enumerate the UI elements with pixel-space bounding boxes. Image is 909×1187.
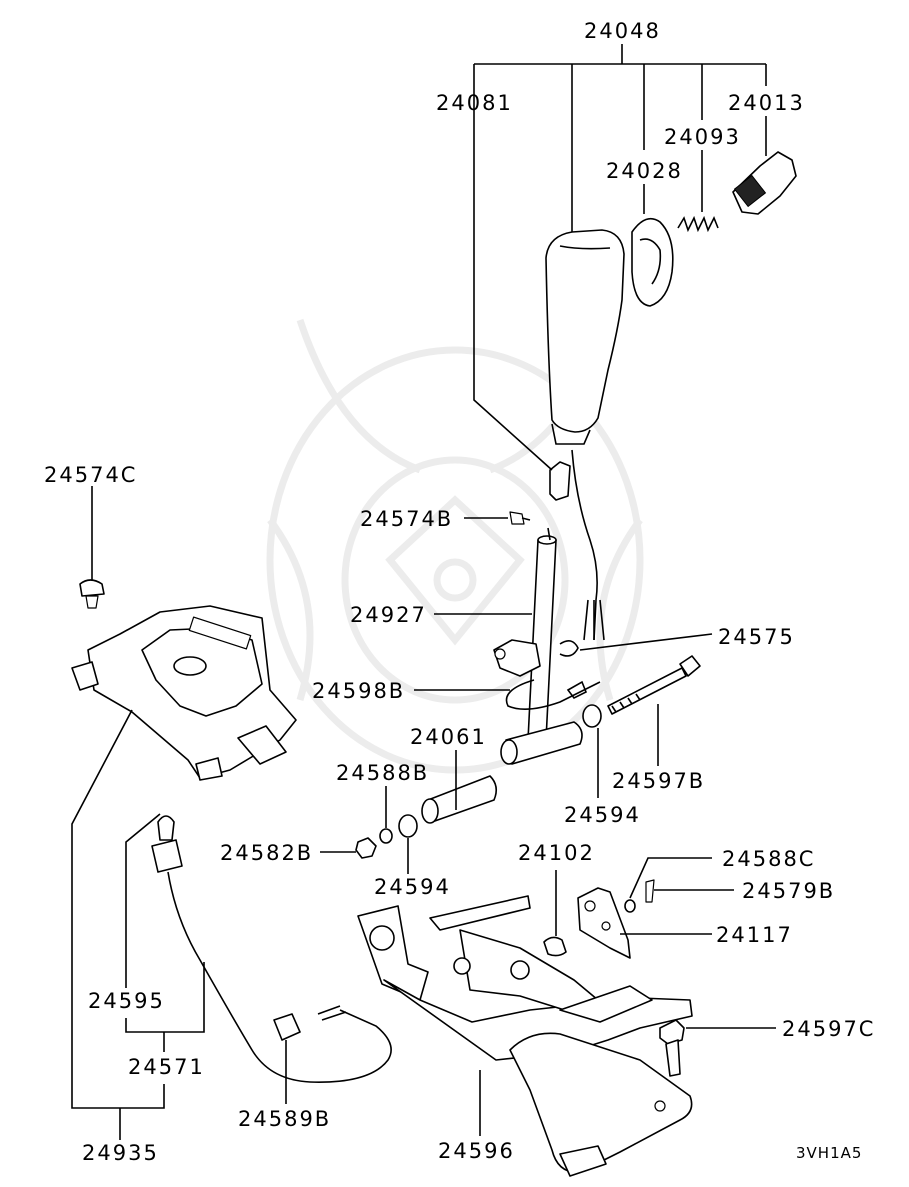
label-24117: 24117	[716, 923, 793, 947]
label-24927: 24927	[350, 603, 427, 627]
label-24596: 24596	[438, 1139, 515, 1163]
knob-button-part	[732, 151, 797, 215]
clip-24574C-part	[79, 579, 105, 609]
wiring-harness-24571-part	[151, 815, 392, 1083]
part-labels: 24048 24081 24013 24093 24028 24574C 245…	[44, 19, 875, 1165]
label-24935: 24935	[82, 1141, 159, 1165]
lever-bracket-part	[493, 639, 541, 677]
label-24582B: 24582B	[220, 841, 313, 865]
washer-24594-lower-part	[398, 814, 418, 838]
label-24594-upper: 24594	[564, 803, 641, 827]
label-24061: 24061	[410, 725, 487, 749]
pin-24579B-part	[645, 879, 655, 903]
label-24048: 24048	[584, 19, 661, 43]
label-24598B: 24598B	[312, 679, 405, 703]
label-24102: 24102	[518, 841, 595, 865]
label-24574B: 24574B	[360, 507, 453, 531]
label-24579B: 24579B	[742, 879, 835, 903]
leader-lines	[71, 44, 776, 1140]
band-24598B-part	[505, 679, 601, 710]
spring-part	[677, 215, 719, 233]
label-24588B: 24588B	[336, 761, 429, 785]
label-24588C: 24588C	[722, 847, 815, 871]
label-24013: 24013	[728, 91, 805, 115]
watermark-emblem	[266, 318, 644, 774]
nut-24582B-part	[355, 837, 377, 859]
washer-24588C-part	[624, 899, 636, 913]
bolt-24597B-part	[607, 655, 701, 715]
label-24595: 24595	[88, 989, 165, 1013]
console-housing-24935-part	[71, 605, 297, 781]
detent-plate-24117-part	[577, 887, 631, 959]
bolt-24597C-part	[659, 1019, 685, 1077]
base-bracket-24596-part	[357, 895, 693, 1177]
knob-wire-ends	[583, 599, 605, 641]
label-24571: 24571	[128, 1055, 205, 1079]
clip-24575-part	[559, 640, 579, 657]
washer-24594-part	[582, 704, 602, 728]
label-24093: 24093	[664, 125, 741, 149]
screw-24574B-part	[509, 511, 531, 525]
label-24589B: 24589B	[238, 1107, 331, 1131]
label-24597B: 24597B	[612, 769, 705, 793]
pin-24102-part	[543, 936, 567, 957]
label-24575: 24575	[718, 625, 795, 649]
label-24594-lower: 24594	[374, 875, 451, 899]
label-24574C: 24574C	[44, 463, 137, 487]
knob-cover-part	[631, 217, 674, 307]
knob-wire	[571, 449, 598, 641]
label-24597C: 24597C	[782, 1017, 875, 1041]
push-rod-part	[549, 461, 571, 501]
diagram-code: 3VH1A5	[796, 1144, 862, 1162]
label-24028: 24028	[606, 159, 683, 183]
shift-knob-part	[545, 229, 625, 445]
collar-24061-part	[421, 721, 583, 824]
washer-24588B-part	[379, 828, 393, 844]
label-24081: 24081	[436, 91, 513, 115]
